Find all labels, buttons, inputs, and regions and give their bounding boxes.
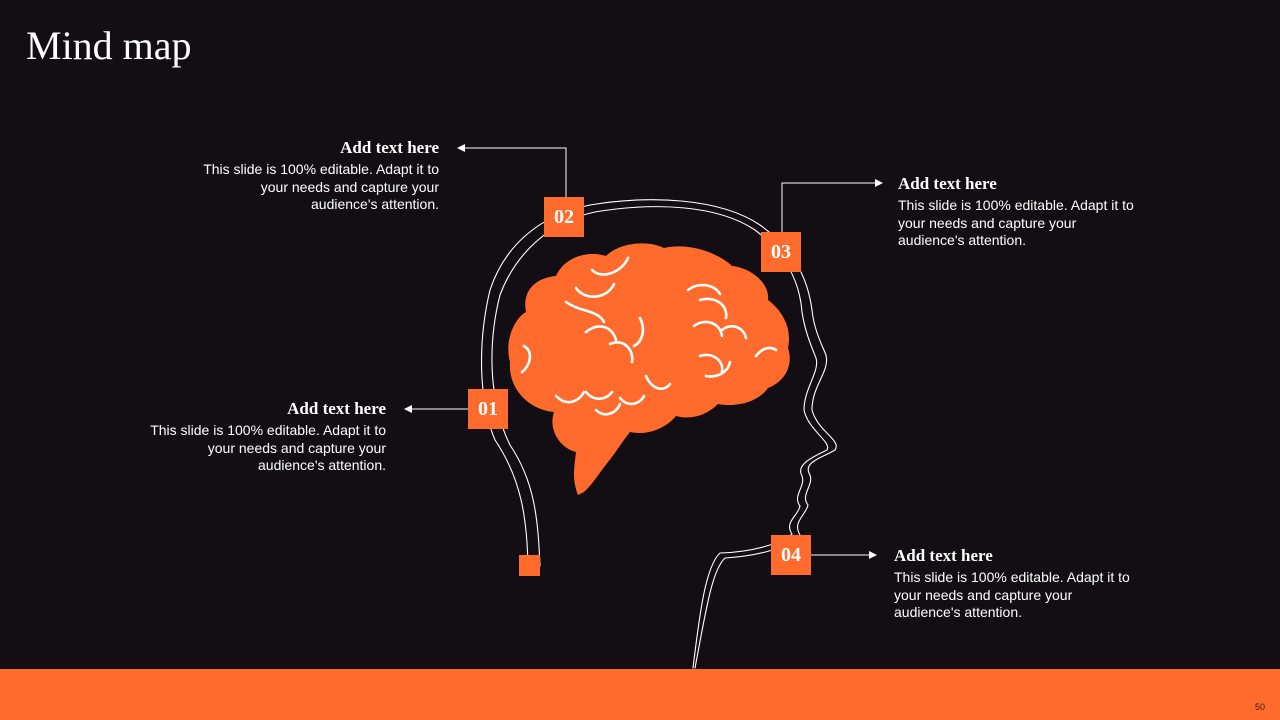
text-block-heading: Add text here — [146, 399, 386, 419]
badge-04: 04 — [771, 535, 811, 575]
outline-end-square — [519, 555, 540, 576]
badge-02: 02 — [544, 197, 584, 237]
text-block-heading: Add text here — [199, 138, 439, 158]
badge-03: 03 — [761, 232, 801, 272]
text-block-body: This slide is 100% editable. Adapt it to… — [894, 569, 1134, 622]
text-block-body: This slide is 100% editable. Adapt it to… — [898, 197, 1138, 250]
text-block-body: This slide is 100% editable. Adapt it to… — [199, 161, 439, 214]
text-block-body: This slide is 100% editable. Adapt it to… — [146, 422, 386, 475]
connector-02 — [458, 148, 566, 197]
page-number: 50 — [1255, 702, 1265, 712]
text-block-03: Add text here This slide is 100% editabl… — [898, 174, 1138, 250]
text-block-heading: Add text here — [894, 546, 1134, 566]
brain-icon — [508, 243, 789, 495]
text-block-01: Add text here This slide is 100% editabl… — [146, 399, 386, 475]
text-block-heading: Add text here — [898, 174, 1138, 194]
text-block-04: Add text here This slide is 100% editabl… — [894, 546, 1134, 622]
badge-01: 01 — [468, 389, 508, 429]
connector-03 — [782, 183, 882, 232]
footer-bar — [0, 669, 1280, 720]
text-block-02: Add text here This slide is 100% editabl… — [199, 138, 439, 214]
